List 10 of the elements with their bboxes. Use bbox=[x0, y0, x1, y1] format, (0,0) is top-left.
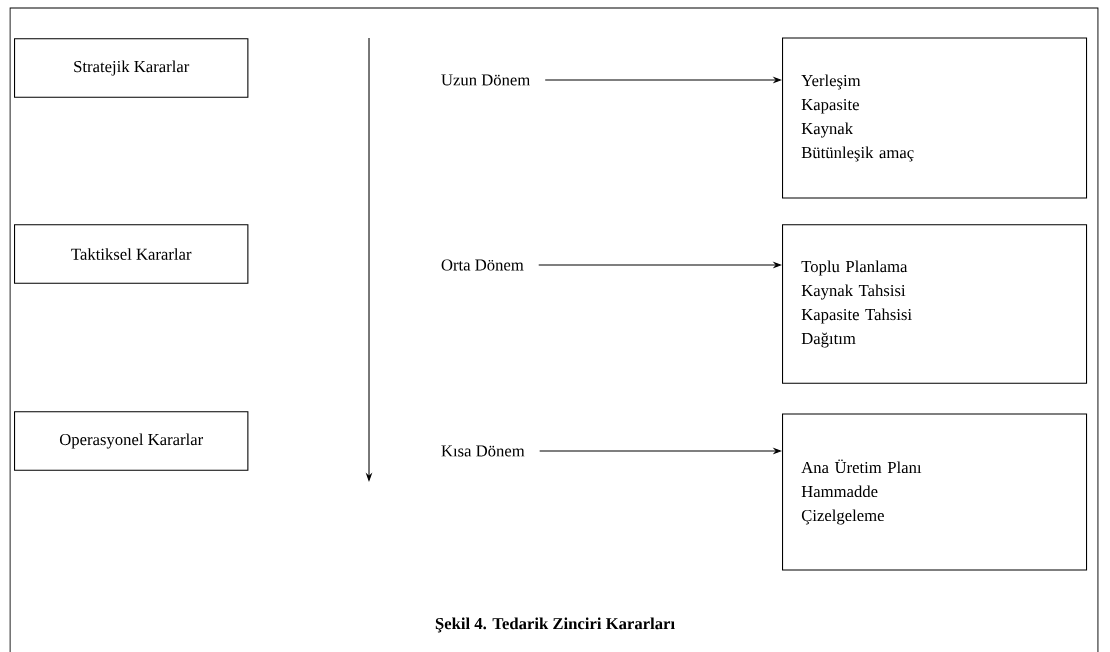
decision-box: Operasyonel Kararlar bbox=[14, 411, 249, 471]
decision-list-box: Ana Üretim Planı Hammadde Çizelgeleme bbox=[782, 413, 1088, 571]
decision-box: Taktiksel Kararlar bbox=[14, 224, 249, 284]
caption: Şekil 4. Tedarik Zinciri Kararları bbox=[435, 617, 675, 633]
decision-list-box: Yerleşim Kapasite Kaynak Bütünleşik amaç bbox=[782, 37, 1088, 199]
period-label: Orta Dönem bbox=[441, 259, 524, 271]
decision-box: Stratejik Kararlar bbox=[14, 38, 249, 98]
period-label: Uzun Dönem bbox=[441, 74, 530, 86]
period-label: Kısa Dönem bbox=[441, 445, 525, 457]
decision-list-box: Toplu Planlama Kaynak Tahsisi Kapasite Tahsisi Dağıtım bbox=[782, 224, 1088, 384]
